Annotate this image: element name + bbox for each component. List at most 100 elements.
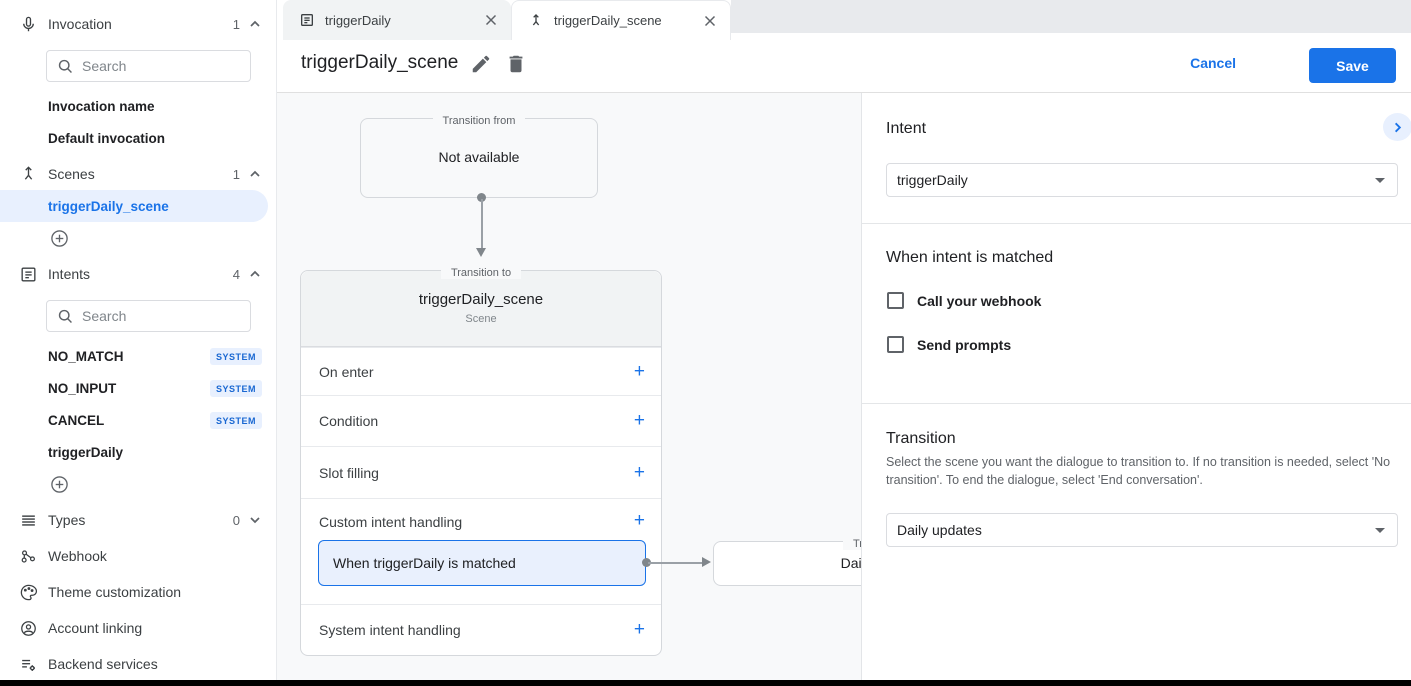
search-input[interactable] <box>82 308 232 324</box>
bottom-edge-bar <box>0 680 1411 686</box>
row-on-enter[interactable]: On enter + <box>301 347 661 395</box>
intent-detail-panel: Intent triggerDaily When intent is match… <box>861 93 1411 680</box>
checkbox-unchecked-icon[interactable] <box>887 336 904 353</box>
add-custom-intent-icon[interactable]: + <box>633 510 645 531</box>
tab-label: triggerDaily_scene <box>554 13 662 28</box>
page-title: triggerDaily_scene <box>301 52 459 73</box>
add-condition-icon[interactable]: + <box>633 410 645 431</box>
dropdown-caret-icon <box>1375 527 1385 533</box>
intent-select[interactable]: triggerDaily <box>886 163 1398 197</box>
tab-label: triggerDaily <box>325 12 391 28</box>
connector-dot <box>477 193 486 202</box>
sidebar-section-invocation[interactable]: Invocation 1 <box>0 8 276 40</box>
webhook-icon <box>18 546 38 566</box>
invocation-search[interactable] <box>46 50 251 82</box>
sidebar-item-cancel[interactable]: CANCEL <box>48 412 105 428</box>
row-system-intent-handling[interactable]: System intent handling + <box>301 604 661 655</box>
transition-to-legend: Transition to <box>440 267 522 279</box>
palette-icon <box>18 582 38 602</box>
sidebar-section-intents[interactable]: Intents 4 <box>0 258 276 290</box>
tab-strip-empty-area <box>731 0 1411 33</box>
edit-pencil-icon[interactable] <box>470 53 492 75</box>
intent-tab-icon <box>301 14 313 26</box>
intents-list-icon <box>18 264 38 284</box>
add-slot-filling-icon[interactable]: + <box>633 461 645 483</box>
checkbox-send-prompts[interactable]: Send prompts <box>887 336 1011 353</box>
checkbox-unchecked-icon[interactable] <box>887 292 904 309</box>
sidebar-link-label: Account linking <box>48 620 143 636</box>
microphone-icon <box>18 14 38 34</box>
divider <box>862 403 1411 404</box>
matched-heading: When intent is matched <box>886 249 1054 266</box>
row-condition[interactable]: Condition + <box>301 395 661 446</box>
scene-card-subtitle: Scene <box>465 313 497 325</box>
section-count: 4 <box>232 266 240 282</box>
tab-strip: triggerDaily triggerDaily_scene <box>277 0 1411 40</box>
intents-search[interactable] <box>46 300 251 332</box>
sidebar-item-webhook[interactable]: Webhook <box>0 540 276 572</box>
section-label: Intents <box>48 266 91 282</box>
add-intent-icon[interactable] <box>50 475 69 494</box>
tab-triggerdaily[interactable]: triggerDaily <box>283 0 511 40</box>
checkbox-call-your-webhook[interactable]: Call your webhook <box>887 292 1041 309</box>
transition-target-node[interactable]: Transition to Daily updates <box>713 538 861 586</box>
sidebar-item-no-match[interactable]: NO_MATCH <box>48 348 124 364</box>
system-badge: SYSTEM <box>210 348 263 365</box>
dropdown-caret-icon <box>1375 177 1385 183</box>
intent-select-value: triggerDaily <box>897 172 968 188</box>
matched-intent-node[interactable]: When triggerDaily is matched <box>318 540 646 586</box>
sidebar-item-triggerdaily[interactable]: triggerDaily <box>48 444 124 460</box>
sidebar: Invocation 1 Invocation name Default inv… <box>0 0 277 680</box>
sidebar-item-account-linking[interactable]: Account linking <box>0 612 276 644</box>
close-icon[interactable] <box>483 12 499 28</box>
chevron-up-icon[interactable] <box>248 267 262 281</box>
scene-node-card: Transition to triggerDaily_scene Scene O… <box>300 267 662 656</box>
search-input[interactable] <box>82 58 232 74</box>
close-icon[interactable] <box>702 13 718 29</box>
account-circle-icon <box>18 618 38 638</box>
section-count: 1 <box>232 16 240 32</box>
sidebar-item-default-invocation[interactable]: Default invocation <box>48 130 166 146</box>
types-lines-icon <box>18 510 38 530</box>
sidebar-link-label: Webhook <box>48 548 107 564</box>
transition-to-legend: Transition to <box>842 538 861 550</box>
sidebar-item-triggerdaily-scene[interactable]: triggerDaily_scene <box>0 190 268 222</box>
search-icon <box>58 59 72 73</box>
divider <box>862 223 1411 224</box>
sidebar-item-invocation-name[interactable]: Invocation name <box>48 98 155 114</box>
transition-from-legend: Transition from <box>432 115 526 127</box>
sidebar-item-theme-customization[interactable]: Theme customization <box>0 576 276 608</box>
backend-services-icon <box>18 654 38 674</box>
collapse-panel-button[interactable] <box>1383 113 1411 141</box>
delete-trash-icon[interactable] <box>505 53 527 75</box>
add-on-enter-icon[interactable]: + <box>633 360 645 382</box>
chevron-down-icon[interactable] <box>248 513 262 527</box>
section-label: Invocation <box>48 16 112 32</box>
chevron-right-icon <box>1394 122 1402 132</box>
add-system-intent-icon[interactable]: + <box>633 619 645 640</box>
section-count: 0 <box>232 512 240 528</box>
row-slot-filling[interactable]: Slot filling + <box>301 446 661 498</box>
tab-triggerdaily-scene[interactable]: triggerDaily_scene <box>511 0 731 40</box>
sidebar-item-backend-services[interactable]: Backend services <box>0 648 276 680</box>
chevron-up-icon[interactable] <box>248 17 262 31</box>
sidebar-link-label: Theme customization <box>48 584 182 600</box>
connector-dot <box>642 558 651 567</box>
transition-select[interactable]: Daily updates <box>886 513 1398 547</box>
connector-line <box>480 199 483 248</box>
section-label: Types <box>48 512 86 528</box>
row-custom-intent-handling[interactable]: Custom intent handling + <box>301 498 661 604</box>
selected-scene-label: triggerDaily_scene <box>48 198 169 214</box>
save-button[interactable]: Save <box>1309 48 1396 83</box>
sidebar-section-types[interactable]: Types 0 <box>0 504 276 536</box>
sidebar-section-scenes[interactable]: Scenes 1 <box>0 158 276 190</box>
system-badge: SYSTEM <box>210 412 263 429</box>
search-icon <box>58 309 72 323</box>
chevron-up-icon[interactable] <box>248 167 262 181</box>
add-scene-icon[interactable] <box>50 229 69 248</box>
sidebar-item-no-input[interactable]: NO_INPUT <box>48 380 117 396</box>
cancel-button[interactable]: Cancel <box>1190 55 1236 71</box>
transition-from-node: Transition from Not available <box>360 115 598 198</box>
matched-intent-label: When triggerDaily is matched <box>333 555 516 571</box>
sidebar-link-label: Backend services <box>48 656 158 672</box>
